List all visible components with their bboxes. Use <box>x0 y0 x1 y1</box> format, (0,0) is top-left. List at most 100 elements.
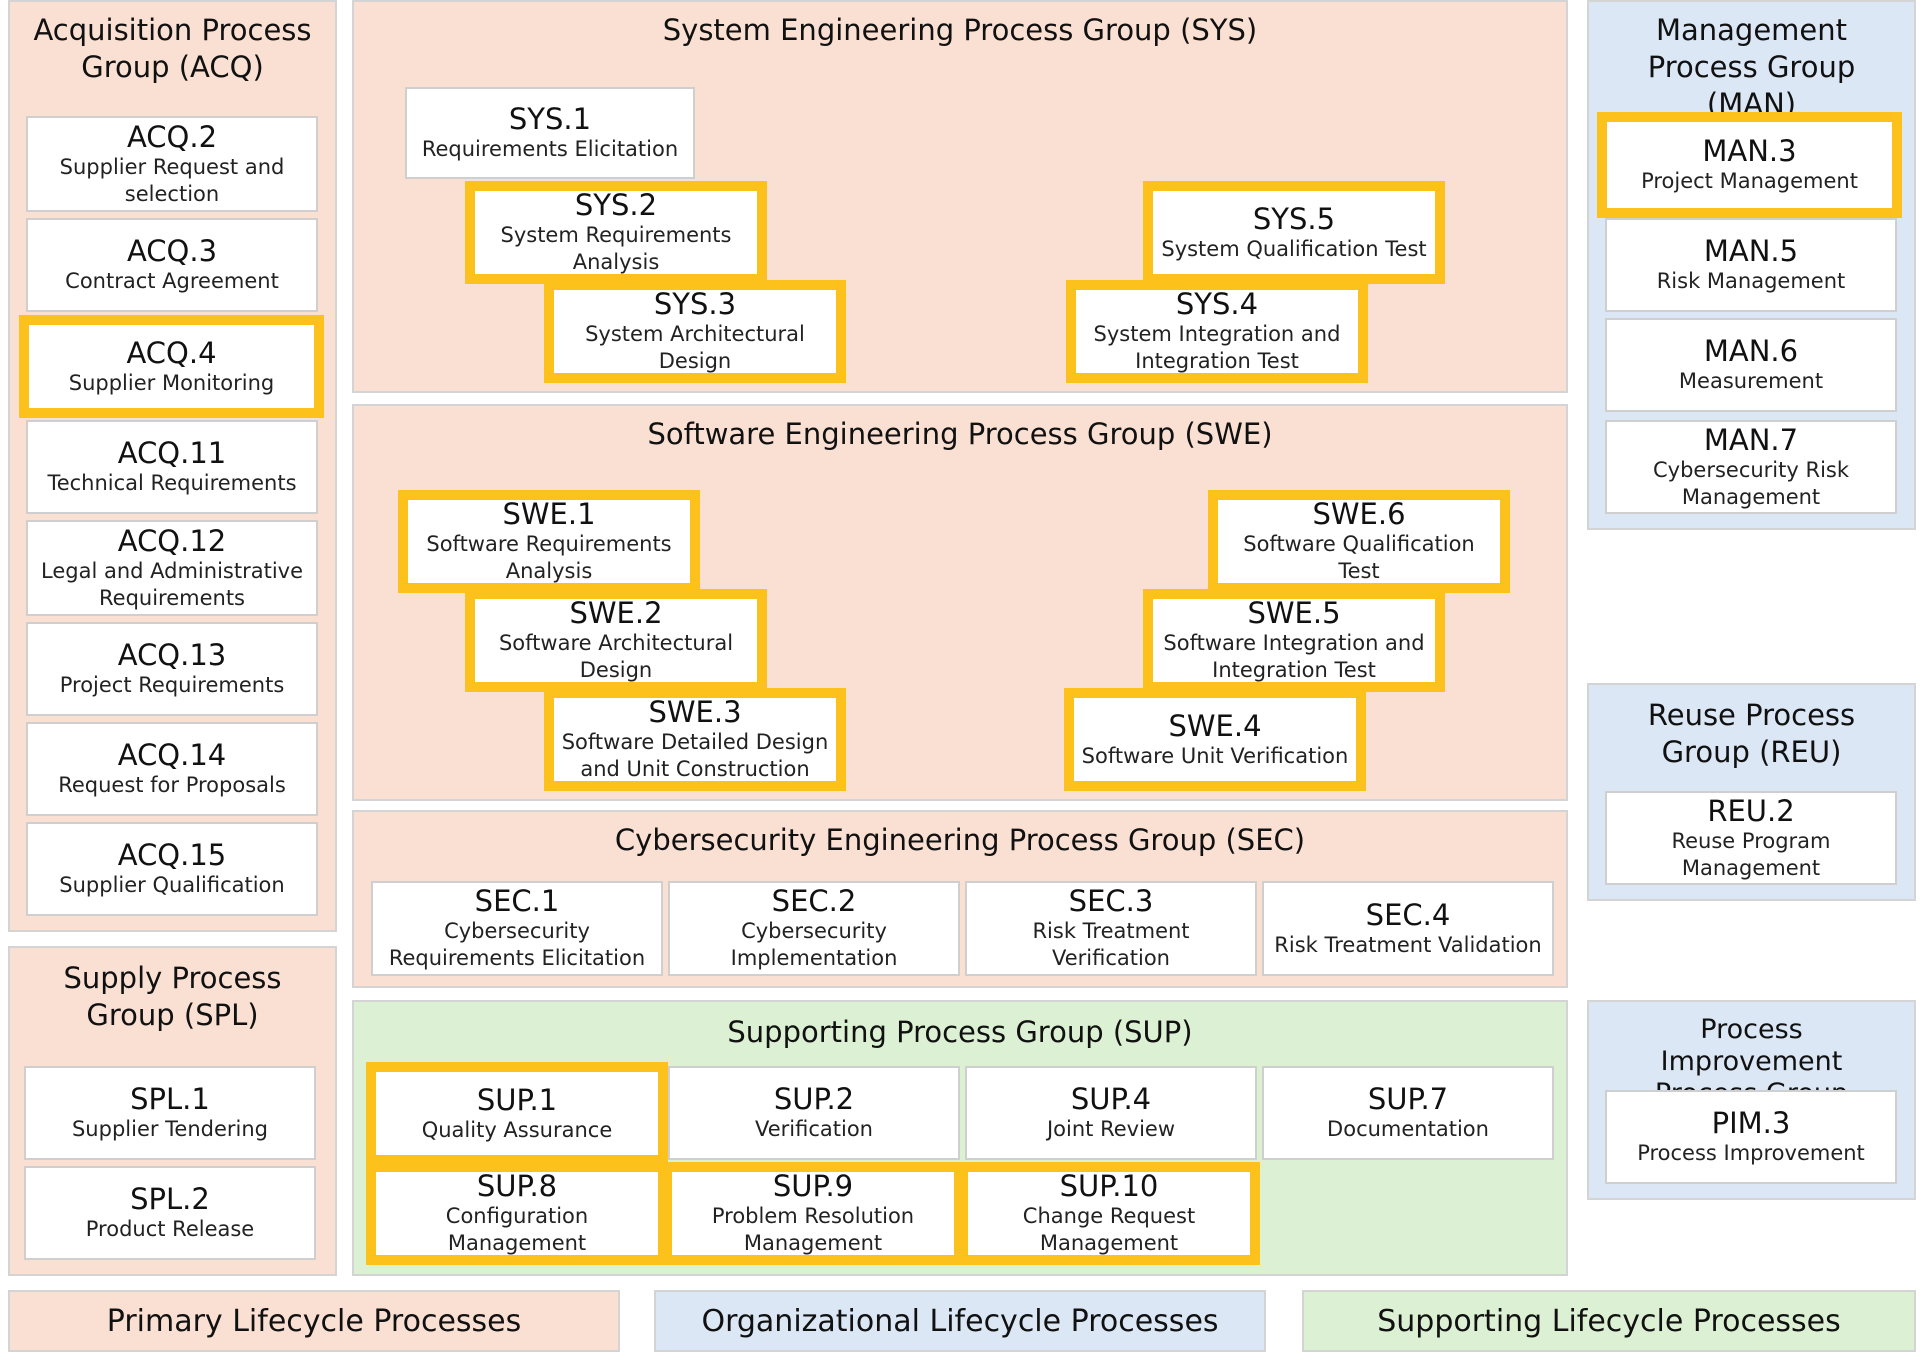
group-sys-title: System Engineering Process Group (SYS) <box>662 13 1258 47</box>
process-id: SUP.4 <box>1070 1082 1152 1116</box>
process-id: ACQ.12 <box>117 523 227 558</box>
process-id: ACQ.4 <box>126 335 217 370</box>
process-sup-8: SUP.8 Configuration Management <box>366 1162 668 1265</box>
process-pim-3: PIM.3 Process Improvement <box>1605 1090 1897 1184</box>
group-sec-title: Cybersecurity Engineering Process Group … <box>614 823 1306 857</box>
process-sup-1: SUP.1 Quality Assurance <box>366 1062 668 1165</box>
process-name: Technical Requirements <box>47 471 297 495</box>
process-id: MAN.7 <box>1703 422 1799 457</box>
legend-organizational-lifecycle: Organizational Lifecycle Processes <box>654 1290 1266 1352</box>
process-name: Request for Proposals <box>58 773 286 797</box>
process-id: SEC.3 <box>1068 884 1154 918</box>
process-name: Joint Review <box>1046 1117 1176 1141</box>
process-spl-2: SPL.2 Product Release <box>24 1166 316 1260</box>
process-name: Software Detailed Design and Unit Constr… <box>561 730 829 781</box>
process-swe-4: SWE.4 Software Unit Verification <box>1064 688 1366 791</box>
process-swe-5: SWE.5 Software Integration and Integrati… <box>1143 589 1445 692</box>
process-name: Supplier Tendering <box>71 1117 269 1141</box>
process-acq-11: ACQ.11 Technical Requirements <box>26 420 318 514</box>
process-name: Legal and Administrative Requirements <box>41 558 303 610</box>
process-swe-3: SWE.3 Software Detailed Design and Unit … <box>544 688 846 791</box>
process-name: Cybersecurity Implementation <box>730 919 898 970</box>
process-name: System Architectural Design <box>585 322 805 373</box>
process-id: SUP.2 <box>773 1082 855 1116</box>
process-sec-3: SEC.3 Risk Treatment Verification <box>965 881 1257 976</box>
process-acq-4: ACQ.4 Supplier Monitoring <box>19 315 324 418</box>
process-swe-6: SWE.6 Software Qualification Test <box>1208 490 1510 593</box>
process-id: SUP.9 <box>772 1169 854 1203</box>
group-spl-title: Supply Process Group (SPL) <box>63 961 282 1032</box>
process-reu-2: REU.2 Reuse Program Management <box>1605 791 1897 885</box>
process-spl-1: SPL.1 Supplier Tendering <box>24 1066 316 1160</box>
process-id: MAN.5 <box>1703 234 1799 268</box>
group-man-title: Management Process Group (MAN) <box>1647 13 1856 121</box>
process-id: ACQ.11 <box>117 436 227 470</box>
process-sup-10: SUP.10 Change Request Management <box>958 1162 1260 1265</box>
process-id: SUP.1 <box>476 1082 558 1117</box>
process-id: ACQ.2 <box>126 119 218 154</box>
process-acq-13: ACQ.13 Project Requirements <box>26 622 318 716</box>
process-id: SEC.1 <box>474 884 560 918</box>
process-id: SUP.7 <box>1367 1082 1449 1116</box>
process-name: Measurement <box>1678 369 1824 393</box>
process-sys-2: SYS.2 System Requirements Analysis <box>465 181 767 284</box>
process-name: Requirements Elicitation <box>421 137 679 161</box>
process-sys-3: SYS.3 System Architectural Design <box>544 280 846 383</box>
process-swe-2: SWE.2 Software Architectural Design <box>465 589 767 692</box>
process-name: Risk Management <box>1656 269 1846 293</box>
process-name: Software Integration and Integration Tes… <box>1163 631 1425 682</box>
process-name: Software Requirements Analysis <box>426 532 672 583</box>
process-id: SYS.4 <box>1175 287 1259 321</box>
process-name: Reuse Program Management <box>1671 828 1831 880</box>
group-swe-title: Software Engineering Process Group (SWE) <box>647 417 1273 451</box>
process-id: SPL.2 <box>130 1182 210 1216</box>
process-id: SWE.6 <box>1312 497 1406 531</box>
process-name: Project Requirements <box>59 673 285 697</box>
process-sup-7: SUP.7 Documentation <box>1262 1066 1554 1160</box>
process-id: ACQ.15 <box>117 838 227 872</box>
process-id: SWE.4 <box>1168 708 1262 743</box>
process-name: System Qualification Test <box>1161 236 1427 261</box>
process-id: SYS.5 <box>1252 201 1336 236</box>
process-name: Software Qualification Test <box>1243 532 1475 583</box>
legend-supporting-lifecycle: Supporting Lifecycle Processes <box>1302 1290 1916 1352</box>
process-sys-1: SYS.1 Requirements Elicitation <box>405 87 695 179</box>
process-name: Risk Treatment Verification <box>1032 919 1190 970</box>
process-name: Supplier Request and selection <box>59 154 285 206</box>
process-name: Supplier Qualification <box>59 873 285 897</box>
process-man-7: MAN.7 Cybersecurity Risk Management <box>1605 420 1897 514</box>
legend-primary-lifecycle: Primary Lifecycle Processes <box>8 1290 620 1352</box>
process-sec-4: SEC.4 Risk Treatment Validation <box>1262 881 1554 976</box>
group-reu-title: Reuse Process Group (REU) <box>1647 698 1856 769</box>
process-id: SUP.8 <box>476 1169 558 1203</box>
process-name: Configuration Management <box>445 1204 589 1255</box>
process-name: Supplier Monitoring <box>68 370 275 395</box>
process-name: Verification <box>755 1117 873 1141</box>
process-swe-1: SWE.1 Software Requirements Analysis <box>398 490 700 593</box>
process-id: SYS.2 <box>574 188 658 222</box>
process-id: MAN.3 <box>1702 134 1797 168</box>
process-id: REU.2 <box>1707 793 1795 828</box>
process-sec-2: SEC.2 Cybersecurity Implementation <box>668 881 960 976</box>
process-sec-1: SEC.1 Cybersecurity Requirements Elicita… <box>371 881 663 976</box>
process-name: Change Request Management <box>1022 1204 1196 1255</box>
group-acq-title: Acquisition Process Group (ACQ) <box>33 13 312 84</box>
process-name: Process Improvement <box>1637 1141 1865 1165</box>
process-name: Product Release <box>85 1217 255 1241</box>
process-name: Software Unit Verification <box>1081 743 1349 768</box>
process-man-3: MAN.3 Project Management <box>1597 112 1902 218</box>
process-name: Contract Agreement <box>65 269 279 293</box>
process-acq-12: ACQ.12 Legal and Administrative Requirem… <box>26 520 318 616</box>
process-name: Software Architectural Design <box>498 631 734 682</box>
process-name: System Integration and Integration Test <box>1093 322 1341 373</box>
process-id: PIM.3 <box>1711 1106 1791 1140</box>
process-id: SEC.4 <box>1365 897 1451 932</box>
process-acq-15: ACQ.15 Supplier Qualification <box>26 822 318 916</box>
process-name: System Requirements Analysis <box>500 223 732 274</box>
process-sys-5: SYS.5 System Qualification Test <box>1143 181 1445 284</box>
process-acq-14: ACQ.14 Request for Proposals <box>26 722 318 816</box>
process-acq-3: ACQ.3 Contract Agreement <box>26 218 318 312</box>
process-id: ACQ.14 <box>117 738 227 772</box>
process-sup-4: SUP.4 Joint Review <box>965 1066 1257 1160</box>
process-id: SEC.2 <box>771 884 857 918</box>
